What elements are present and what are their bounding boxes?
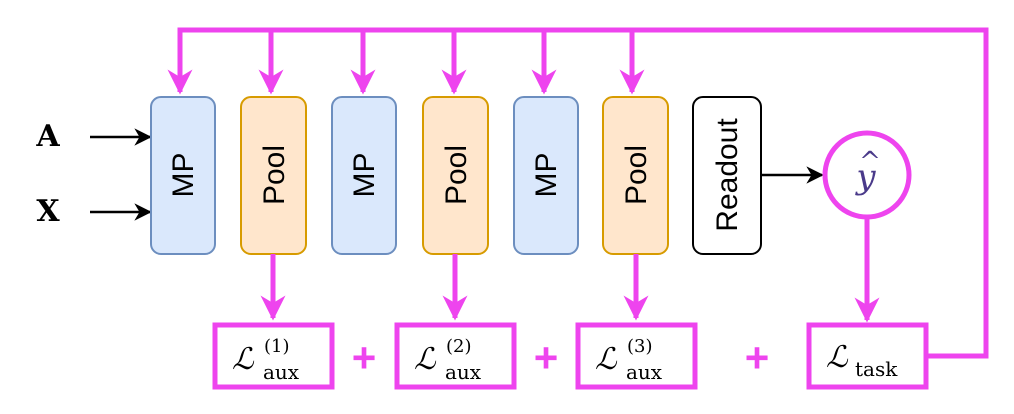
block-pool-3-label: Pool (620, 145, 653, 205)
task-loss: ℒ task (806, 322, 929, 390)
block-mp-2: MP (331, 96, 397, 255)
task-loss-box (806, 322, 929, 390)
task-loss-base: ℒ (826, 340, 849, 375)
input-x-label: X (36, 194, 60, 229)
aux-loss-2-base: ℒ (414, 342, 437, 377)
output-symbol: y (854, 157, 876, 197)
block-mp-2-label: MP (348, 153, 381, 198)
plus-3: + (745, 334, 770, 381)
block-pool-1-label: Pool (258, 145, 291, 205)
plus-2: + (534, 334, 559, 381)
aux-loss-3-sub: aux (626, 360, 663, 384)
aux-loss-3: ℒ aux (3) (575, 322, 698, 390)
aux-loss-3-box (575, 322, 698, 390)
output-node: y ^ (822, 130, 912, 220)
block-mp-3-box (513, 96, 579, 255)
block-mp-3: MP (513, 96, 579, 255)
aux-loss-1: ℒ aux (1) (212, 322, 335, 390)
aux-loss-2: ℒ aux (2) (394, 322, 517, 390)
task-loss-sub: task (855, 357, 898, 381)
input-a: A (35, 119, 152, 154)
aux-loss-1-box (212, 322, 335, 390)
block-pool-2-label: Pool (440, 145, 473, 205)
block-mp-1-label: MP (167, 153, 200, 198)
block-mp-1-box (150, 96, 216, 255)
block-pool-1: Pool (240, 96, 307, 255)
block-mp-2-box (331, 96, 397, 255)
aux-loss-2-box (394, 322, 517, 390)
block-pool-3: Pool (602, 96, 669, 255)
block-readout: Readout (692, 96, 762, 255)
output-hat: ^ (859, 147, 881, 177)
feedback-loop (167, 27, 989, 359)
aux-loss-1-sub: aux (263, 360, 300, 384)
block-pool-2: Pool (422, 96, 489, 255)
aux-loss-1-base: ℒ (232, 342, 255, 377)
aux-loss-1-sup: (1) (264, 336, 290, 357)
block-mp-1: MP (150, 96, 216, 255)
input-a-label: A (35, 119, 60, 154)
aux-loss-3-base: ℒ (595, 342, 618, 377)
plus-1: + (352, 334, 377, 381)
aux-loss-2-sub: aux (445, 360, 482, 384)
block-mp-3-label: MP (530, 153, 563, 198)
aux-loss-3-sup: (3) (627, 336, 653, 357)
input-x: X (36, 194, 152, 229)
aux-loss-2-sup: (2) (446, 336, 472, 357)
block-readout-label: Readout (711, 118, 744, 232)
